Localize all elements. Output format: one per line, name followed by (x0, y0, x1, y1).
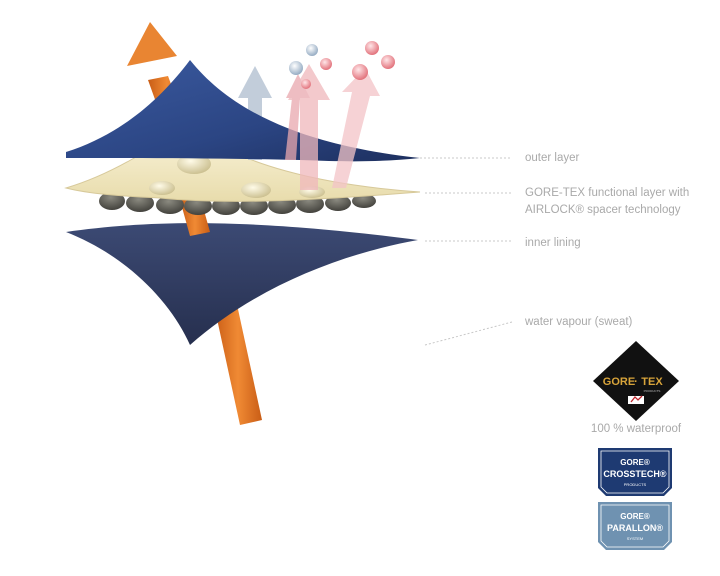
droplet-red-1 (320, 58, 332, 70)
crosstech-line1: GORE® (620, 458, 650, 467)
rain-arrow-3 (285, 74, 310, 160)
droplet-red-3 (365, 41, 379, 55)
label-outer-layer: outer layer (525, 152, 580, 164)
parallon-line1: GORE® (620, 512, 650, 521)
goretex-badge: GORE · TEX PRODUCTS (593, 341, 679, 421)
parallon-line3: SYSTEM (627, 536, 643, 541)
goretex-brand-left: GORE (603, 376, 635, 388)
goretex-diamond (593, 341, 679, 421)
drop-arrow-blue (238, 66, 272, 160)
droplet-red-5 (301, 79, 311, 89)
crosstech-line2: CROSSTECH® (603, 469, 667, 479)
label-water-vapour: water vapour (sweat) (525, 316, 633, 328)
goretex-brand-sep: · (634, 376, 638, 388)
droplet-blue-1 (289, 61, 303, 75)
leader-water-vapour (424, 321, 513, 346)
parallon-shape (598, 502, 672, 550)
rain-arrows (285, 64, 380, 190)
droplet-red-4 (381, 55, 395, 69)
gore-mark-icon (628, 396, 644, 404)
goretex-brand-right: TEX (641, 376, 663, 388)
parallon-line2: PARALLON® (607, 523, 663, 533)
droplet-red-2 (352, 64, 368, 80)
outer-layer (66, 60, 420, 162)
crosstech-shape (598, 448, 672, 496)
rain-arrow-2 (332, 68, 380, 188)
crosstech-badge: GORE® CROSSTECH® PRODUCTS (598, 448, 672, 496)
inner-lining-layer (66, 223, 418, 345)
goretex-sub: PRODUCTS (644, 389, 661, 393)
label-functional-layer-line2: AIRLOCK® spacer technology (525, 204, 681, 216)
droplet-blue-2 (306, 44, 318, 56)
water-droplets (289, 41, 395, 89)
vapour-arrow-head (127, 22, 177, 66)
vapour-arrow-lower (214, 300, 262, 425)
crosstech-line3: PRODUCTS (624, 482, 647, 487)
gore-swoosh-icon (630, 395, 643, 403)
waterproof-caption: 100 % waterproof (590, 423, 682, 435)
label-inner-lining: inner lining (525, 237, 581, 249)
label-functional-layer-line1: GORE-TEX functional layer with (525, 187, 690, 199)
parallon-badge: GORE® PARALLON® SYSTEM (598, 502, 672, 550)
